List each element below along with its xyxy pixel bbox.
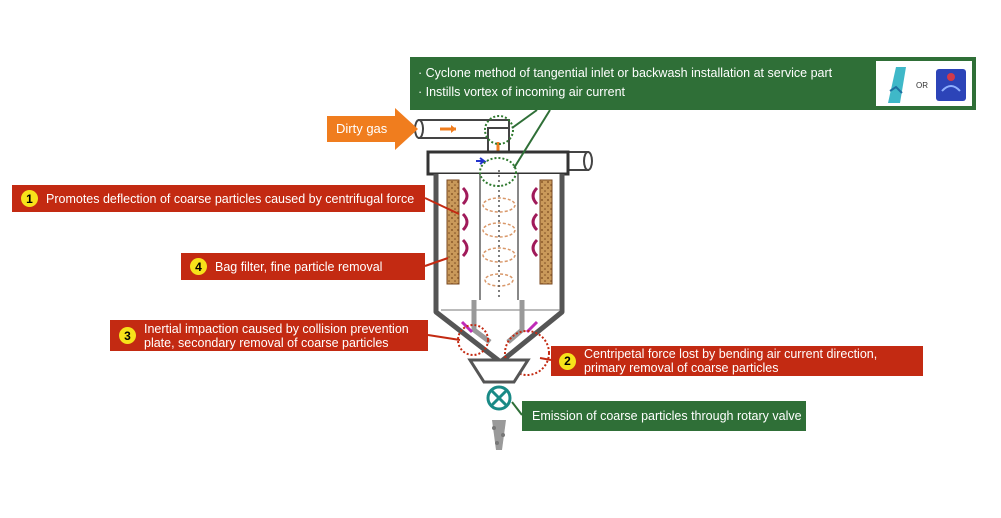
rotary-valve <box>467 358 531 450</box>
vortex-flow <box>482 170 516 300</box>
callout-centrifugal-deflection: 1 Promotes deflection of coarse particle… <box>12 185 425 212</box>
dirty-gas-callout: Dirty gas <box>327 114 417 143</box>
callout-inertial-impaction: 3 Inertial impaction caused by collision… <box>110 320 428 351</box>
method-thumbnails: OR <box>876 61 972 106</box>
badge-4: 4 <box>190 258 207 275</box>
badge-2: 2 <box>559 352 576 370</box>
callout-centripetal-force: 2 Centripetal force lost by bending air … <box>551 346 923 376</box>
callout-rotary-valve-emission: Emission of coarse particles through rot… <box>522 401 806 431</box>
callout-bag-filter: 4 Bag filter, fine particle removal <box>181 253 425 280</box>
cyclone-method-note: · Cyclone method of tangential inlet or … <box>410 57 976 110</box>
highlight-circles <box>457 115 550 376</box>
badge-3: 3 <box>119 327 136 344</box>
note-line-2: · Instills vortex of incoming air curren… <box>418 85 626 99</box>
callout-3-text: Inertial impaction caused by collision p… <box>144 321 409 350</box>
dirty-gas-arrow <box>327 108 418 150</box>
badge-1: 1 <box>21 190 38 207</box>
emission-text: Emission of coarse particles through rot… <box>532 409 802 423</box>
bag-filters <box>446 179 553 285</box>
or-label: OR <box>916 81 928 90</box>
callout-1-text: Promotes deflection of coarse particles … <box>46 191 415 206</box>
callout-2-text: Centripetal force lost by bending air cu… <box>584 347 878 375</box>
leader-lines <box>424 109 552 416</box>
callout-4-text: Bag filter, fine particle removal <box>215 259 383 274</box>
dirty-gas-label: Dirty gas <box>336 121 388 136</box>
note-line-1: · Cyclone method of tangential inlet or … <box>418 66 833 80</box>
tangential-inlet-thumbnail <box>888 67 966 103</box>
